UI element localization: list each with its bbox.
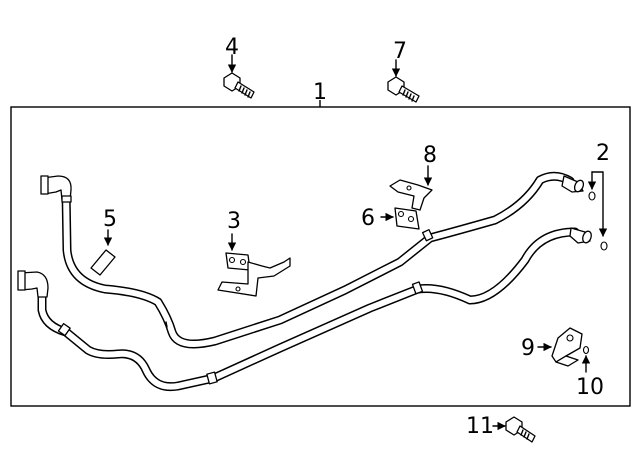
mounting-bracket bbox=[389, 165, 433, 211]
callout-11: 11 bbox=[466, 414, 494, 439]
callout-9: 9 bbox=[521, 336, 535, 361]
bolt-upper-right bbox=[387, 59, 420, 103]
insulator-pad bbox=[90, 229, 116, 276]
callout-7: 7 bbox=[393, 39, 407, 64]
bolt-lower bbox=[492, 416, 536, 443]
callout-1: 1 bbox=[313, 80, 327, 105]
callout-5: 5 bbox=[103, 207, 117, 232]
callout-10: 10 bbox=[576, 375, 604, 400]
o-ring-seals bbox=[587, 171, 608, 251]
retainer-bracket bbox=[537, 327, 583, 367]
callout-2: 2 bbox=[596, 141, 610, 166]
upper-cooler-line bbox=[40, 171, 585, 349]
lower-cooler-line bbox=[17, 227, 592, 392]
small-seal bbox=[581, 345, 591, 373]
callout-8: 8 bbox=[423, 143, 437, 168]
callout-4: 4 bbox=[225, 35, 239, 60]
callout-3: 3 bbox=[227, 209, 241, 234]
double-clamp bbox=[380, 207, 420, 230]
bolt-upper-left bbox=[223, 54, 255, 99]
clamp-bracket bbox=[217, 233, 291, 297]
callout-6: 6 bbox=[361, 206, 375, 231]
